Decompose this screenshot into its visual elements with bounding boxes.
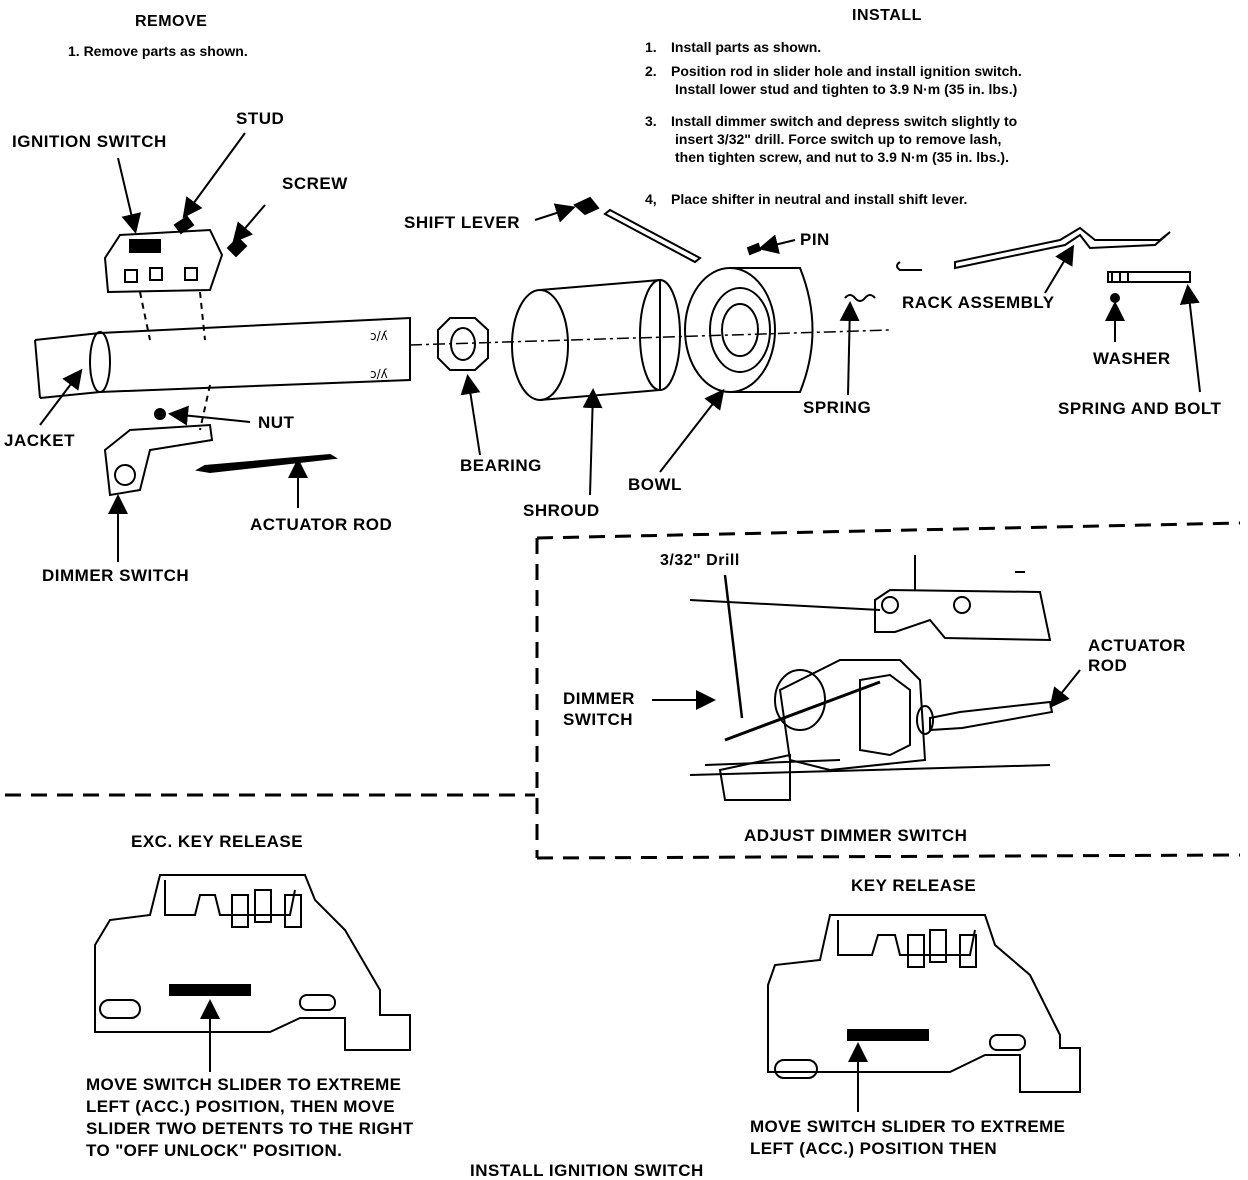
key-release-heading: KEY RELEASE [851, 876, 977, 895]
screw-part [226, 236, 248, 258]
label-adjust-actuator-1: ACTUATOR [1088, 636, 1186, 655]
label-bowl: BOWL [628, 475, 682, 494]
label-washer: WASHER [1093, 349, 1171, 368]
step-text: Install dimmer switch and depress switch… [671, 113, 1018, 129]
ignition-switch-part [103, 228, 224, 294]
note-line: SLIDER TWO DETENTS TO THE RIGHT [86, 1119, 414, 1138]
adjust-caption: ADJUST DIMMER SWITCH [744, 826, 968, 845]
pin-part [746, 242, 762, 256]
bowl-part [684, 267, 814, 393]
install-heading: INSTALL [852, 7, 922, 24]
label-spring-and-bolt: SPRING AND BOLT [1058, 399, 1222, 418]
adjust-dimmer-drawing [689, 555, 1054, 801]
note-line: MOVE SWITCH SLIDER TO EXTREME [86, 1075, 402, 1094]
label-adjust-actuator-2: ROD [1088, 656, 1128, 675]
step-number: 2. [645, 63, 657, 79]
note-line: MOVE SWITCH SLIDER TO EXTREME [750, 1117, 1066, 1136]
label-ignition-switch: IGNITION SWITCH [12, 132, 167, 151]
label-jacket: JACKET [4, 431, 76, 450]
actuator-rod-part [195, 453, 339, 474]
install-step-1: 1. Install parts as shown. [645, 38, 821, 56]
step-text-continued: Install lower stud and tighten to 3.9 N·… [675, 81, 1018, 97]
label-adjust-dimmer-1: DIMMER [563, 689, 635, 708]
dimmer-switch-part [103, 408, 214, 497]
label-bearing: BEARING [460, 456, 542, 475]
label-shroud: SHROUD [523, 501, 600, 520]
spring-part [844, 294, 876, 302]
exc-key-release-heading: EXC. KEY RELEASE [131, 832, 304, 851]
label-actuator-rod: ACTUATOR ROD [250, 515, 393, 534]
spring-and-bolt-part [1107, 271, 1191, 283]
bearing-part [437, 317, 489, 371]
stud-part [173, 215, 195, 235]
label-shift-lever: SHIFT LEVER [404, 213, 521, 232]
rack-assembly-part [896, 226, 1171, 271]
note-line: TO "OFF UNLOCK" POSITION. [86, 1141, 343, 1160]
key-release-switch-drawing [767, 914, 1081, 1093]
label-spring: SPRING [803, 398, 872, 417]
jacket-part: ɔ/ʎ ɔ/ʎ [34, 316, 411, 399]
label-stud: STUD [236, 109, 285, 128]
label-dimmer-switch: DIMMER SWITCH [42, 566, 190, 585]
step-text-continued: insert 3/32" drill. Force switch up to r… [675, 131, 1002, 147]
label-adjust-dimmer-2: SWITCH [563, 710, 634, 729]
install-step-2: 2. Position rod in slider hole and instal… [645, 62, 1022, 98]
key-release-note: MOVE SWITCH SLIDER TO EXTREME LEFT (ACC.… [750, 1116, 1065, 1160]
label-drill: 3/32" Drill [660, 552, 740, 569]
label-pin: PIN [800, 230, 830, 249]
step-number: 1. [645, 39, 657, 55]
washer-part [1110, 293, 1120, 303]
svg-text:ɔ/ʎ: ɔ/ʎ [370, 367, 388, 381]
step-text-continued-2: then tighten screw, and nut to 3.9 N·m (… [675, 149, 1009, 165]
shift-lever-part [573, 196, 702, 264]
label-rack-assembly: RACK ASSEMBLY [902, 293, 1055, 312]
exc-key-release-note: MOVE SWITCH SLIDER TO EXTREME LEFT (ACC.… [86, 1074, 414, 1162]
step-text: Position rod in slider hole and install … [671, 63, 1022, 79]
label-nut: NUT [258, 413, 295, 432]
label-screw: SCREW [282, 174, 348, 193]
shroud-part [511, 278, 681, 401]
step-text: Install parts as shown. [671, 39, 822, 55]
step-number: 4, [645, 191, 657, 207]
install-step-4: 4, Place shifter in neutral and install s… [645, 190, 967, 208]
install-step-3: 3. Install dimmer switch and depress swit… [645, 112, 1017, 166]
svg-text:ɔ/ʎ: ɔ/ʎ [370, 329, 388, 343]
note-line: LEFT (ACC.) POSITION THEN [750, 1139, 998, 1158]
step-number: 3. [645, 113, 657, 129]
note-line: LEFT (ACC.) POSITION, THEN MOVE [86, 1097, 395, 1116]
remove-step-1: 1. Remove parts as shown. [68, 43, 248, 59]
exc-key-release-switch-drawing [94, 874, 411, 1051]
footer-caption: INSTALL IGNITION SWITCH [470, 1161, 704, 1180]
step-text: Place shifter in neutral and install shi… [671, 191, 968, 207]
remove-heading: REMOVE [135, 13, 208, 30]
